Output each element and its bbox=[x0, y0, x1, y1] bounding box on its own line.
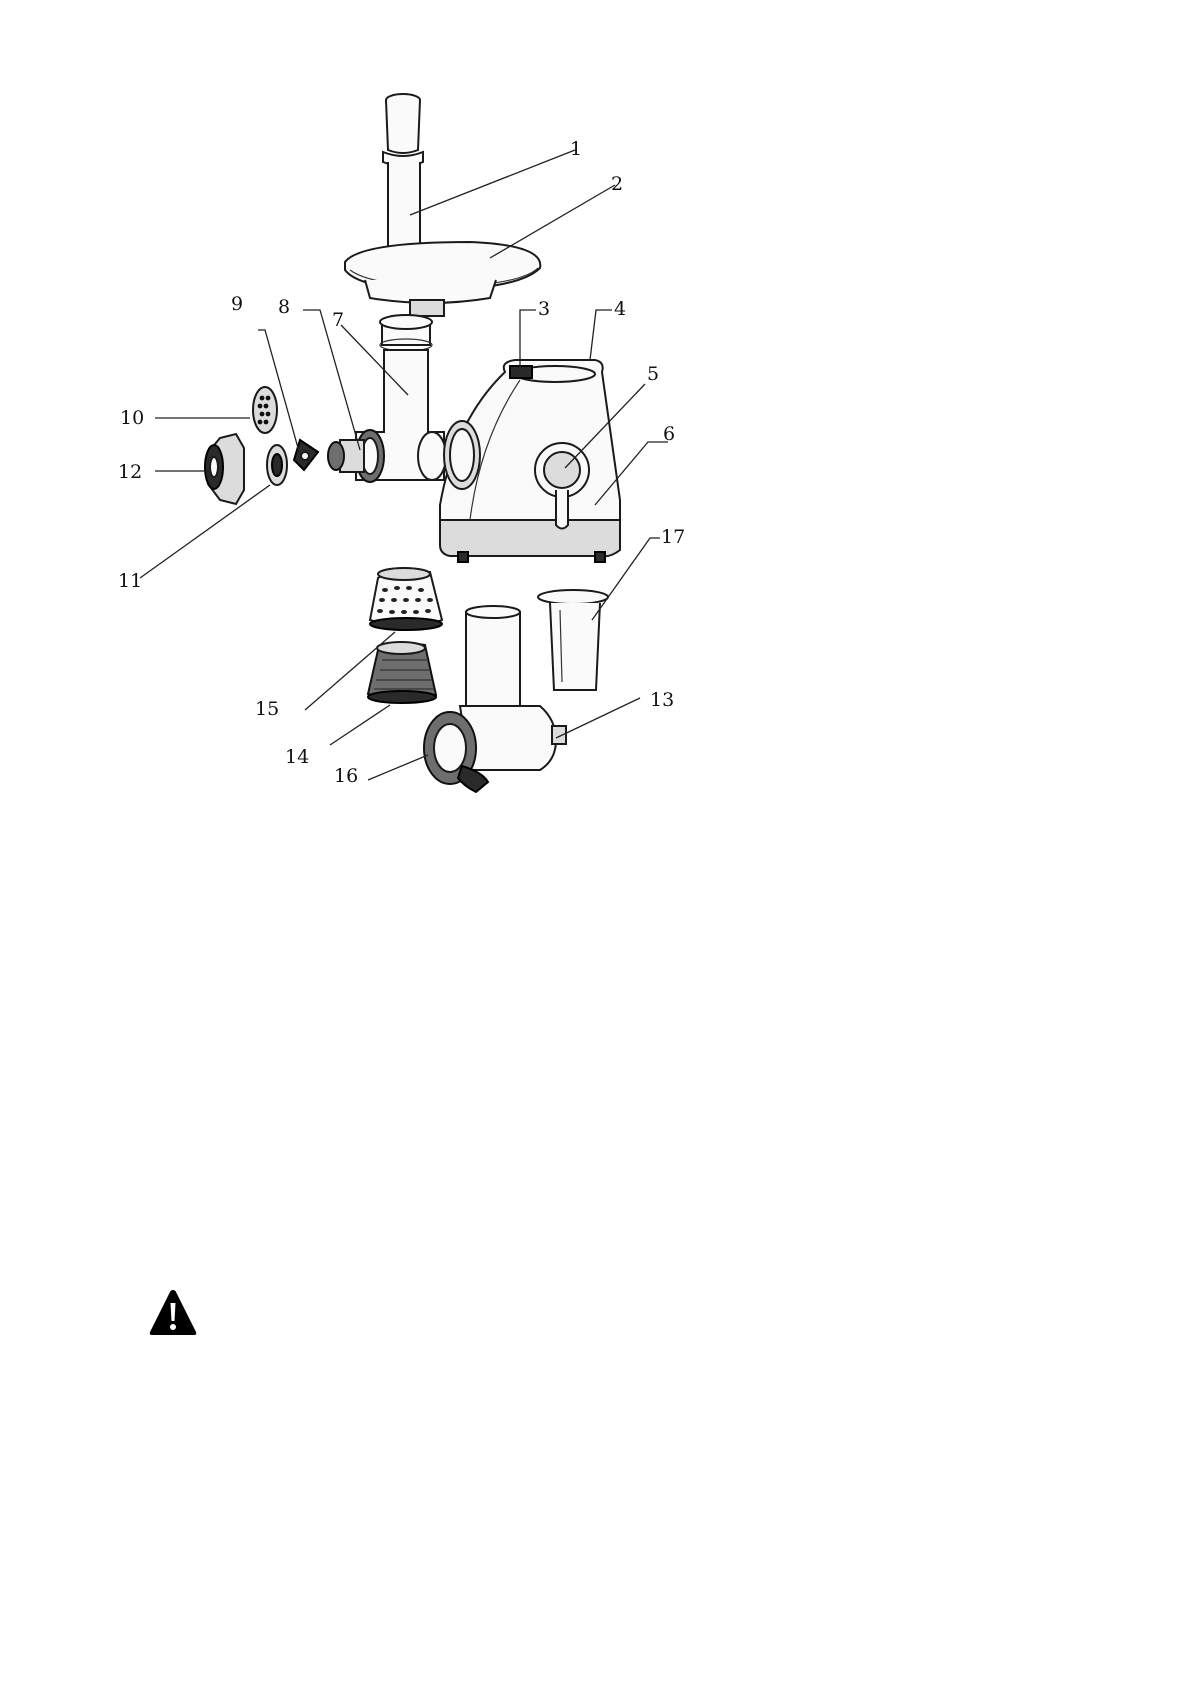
label-6: 6 bbox=[663, 423, 675, 445]
label-10: 10 bbox=[120, 407, 144, 429]
label-2: 2 bbox=[611, 173, 623, 195]
pusher bbox=[383, 94, 423, 267]
cutting-plate-fine bbox=[267, 445, 287, 485]
label-14: 14 bbox=[285, 746, 309, 768]
label-8: 8 bbox=[278, 296, 290, 318]
label-3: 3 bbox=[538, 298, 550, 320]
label-5: 5 bbox=[647, 363, 659, 385]
label-7: 7 bbox=[332, 309, 344, 331]
label-16: 16 bbox=[334, 765, 358, 787]
label-15: 15 bbox=[255, 698, 279, 720]
slicer-pusher bbox=[538, 590, 608, 690]
label-9: 9 bbox=[231, 293, 243, 315]
label-13: 13 bbox=[650, 689, 674, 711]
label-4: 4 bbox=[614, 298, 626, 320]
label-1: 1 bbox=[570, 138, 582, 160]
cutting-plate-coarse bbox=[253, 387, 277, 433]
fine-grating-drum bbox=[368, 642, 436, 703]
ring-nut bbox=[205, 434, 244, 504]
coarse-grating-drum bbox=[370, 568, 442, 630]
motor-unit bbox=[440, 360, 620, 562]
label-12: 12 bbox=[118, 461, 142, 483]
label-11: 11 bbox=[118, 570, 142, 592]
label-17: 17 bbox=[661, 526, 685, 548]
tray bbox=[345, 242, 540, 316]
warning-triangle-icon bbox=[148, 1288, 198, 1338]
